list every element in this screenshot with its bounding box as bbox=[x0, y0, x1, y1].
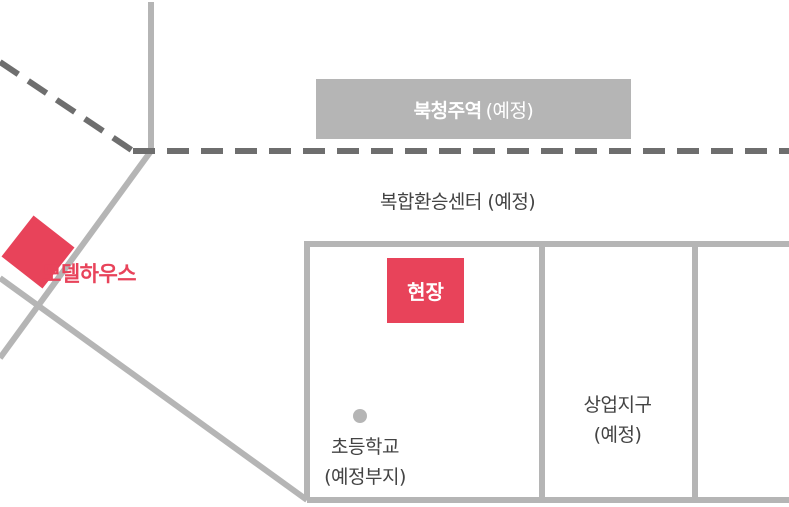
road-diagonal-south bbox=[0, 275, 309, 503]
school-label: 초등학교 (예정부지) bbox=[310, 432, 420, 492]
station-name: 북청주역 bbox=[413, 99, 482, 122]
model-house-marker-icon bbox=[1, 215, 75, 289]
school-note: (예정부지) bbox=[324, 466, 406, 488]
road-diagonal-west bbox=[0, 149, 154, 360]
commercial-name: 상업지구 bbox=[583, 394, 652, 416]
district-outline bbox=[304, 241, 789, 500]
model-house-label: 모델하우스 bbox=[42, 262, 137, 286]
school-marker-icon bbox=[353, 409, 367, 423]
commercial-note: (예정) bbox=[593, 424, 642, 446]
station-box: 북청주역 (예정) bbox=[316, 79, 631, 139]
transfer-center-label: 복합환승센터 (예정) bbox=[380, 191, 536, 213]
commercial-label: 상업지구 (예정) bbox=[560, 390, 675, 450]
rail-line-northwest bbox=[0, 59, 135, 154]
site-label: 현장 bbox=[407, 280, 444, 304]
school-name: 초등학교 bbox=[331, 436, 399, 458]
station-note: (예정) bbox=[485, 99, 534, 122]
site-marker: 현장 bbox=[387, 258, 464, 323]
